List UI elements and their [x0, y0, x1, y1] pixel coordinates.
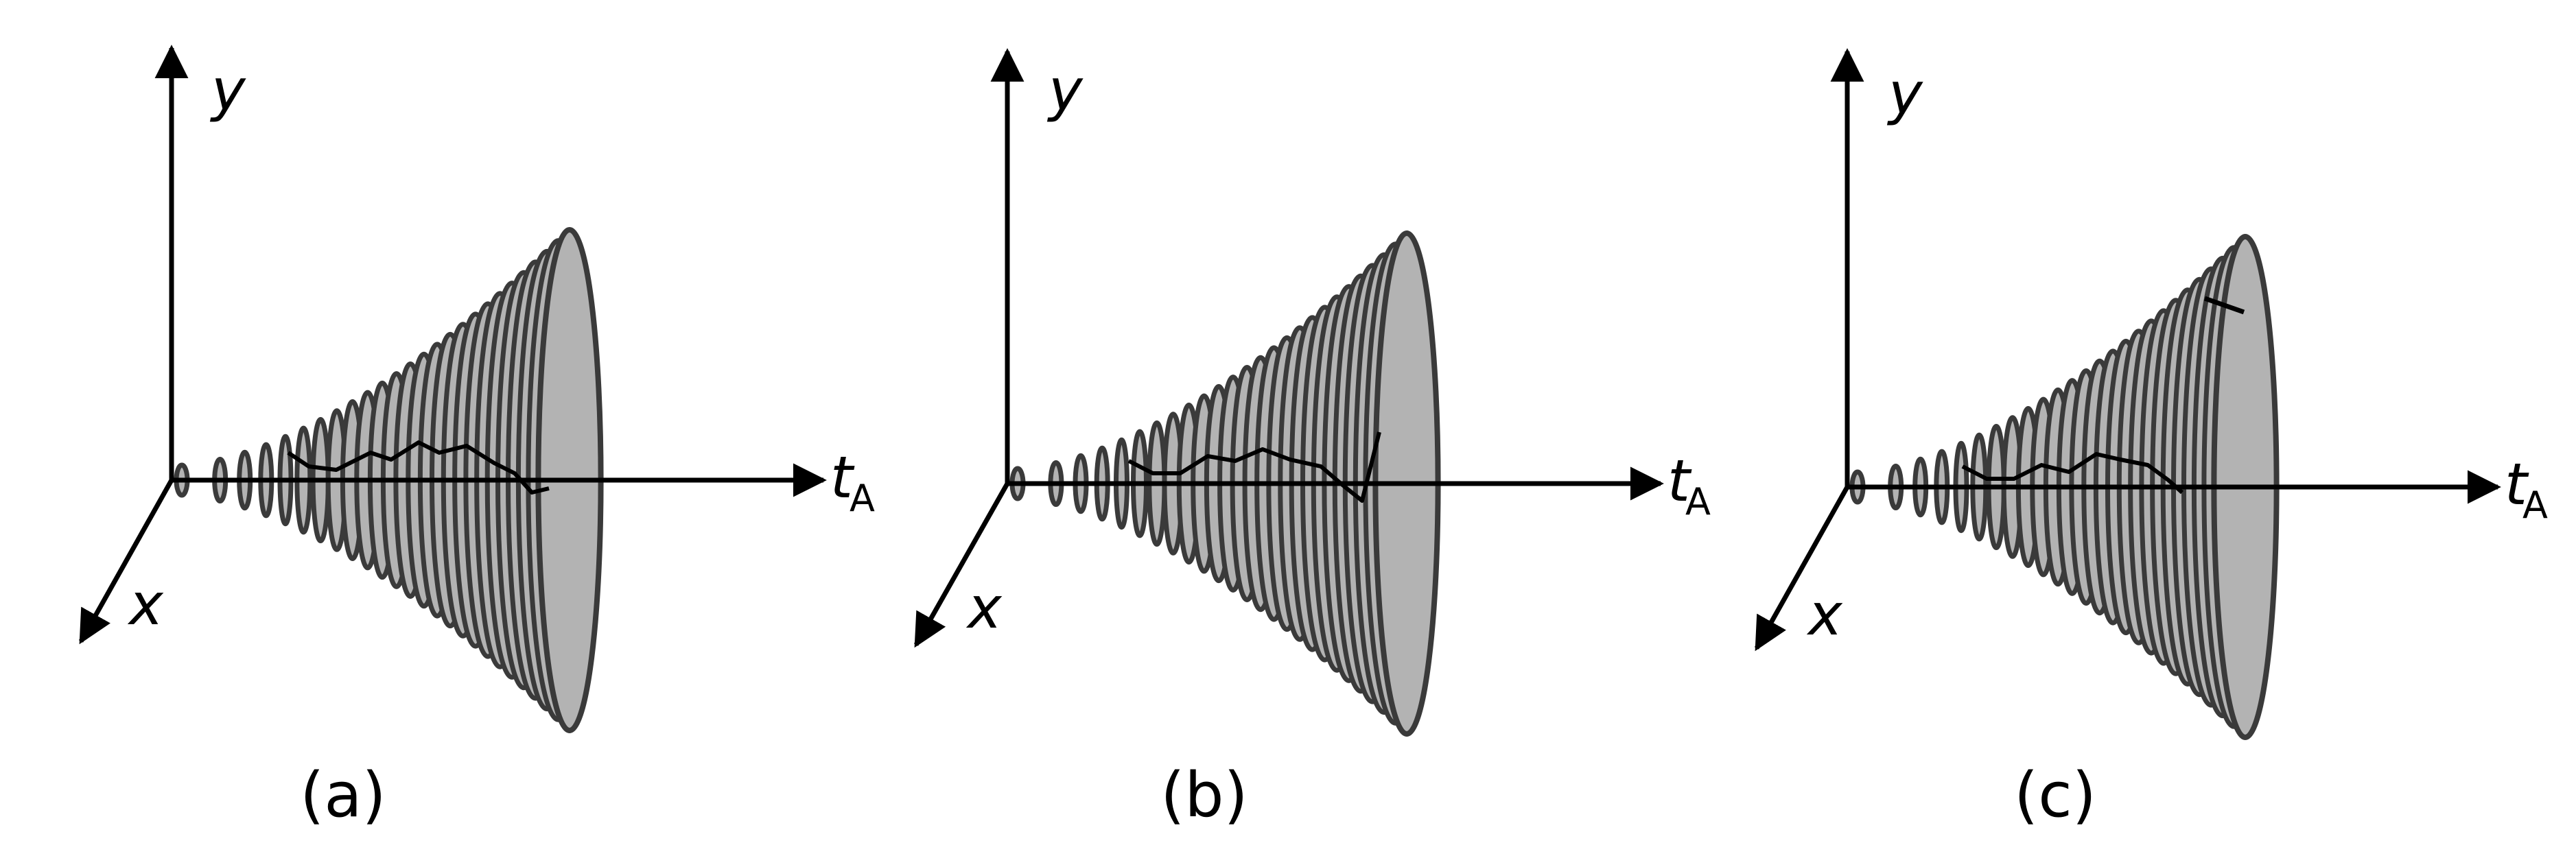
x-axis — [78, 479, 174, 645]
panel-caption: (c) — [2014, 759, 2096, 831]
t-axis-subscript: A — [2522, 484, 2548, 527]
y-axis-label: y — [209, 56, 246, 123]
t-axis-label: t — [2505, 451, 2529, 518]
x-axis-label: x — [127, 571, 164, 638]
y-axis-label: y — [1046, 56, 1084, 123]
panel-caption: (a) — [300, 759, 386, 831]
panel-b: y x t A (b) — [913, 48, 1711, 831]
t-axis-subscript: A — [850, 477, 875, 520]
t-axis-subscript: A — [1685, 480, 1711, 523]
t-axis-label: t — [830, 444, 855, 511]
trajectory-line — [287, 440, 550, 495]
tick-mark — [2203, 296, 2245, 315]
panel-a: y x t A (a) — [78, 45, 875, 831]
t-axis-label: t — [1667, 447, 1692, 514]
x-axis — [1754, 486, 1850, 652]
trajectory-line — [1127, 431, 1381, 503]
trajectory-line — [1961, 452, 2184, 495]
panel-caption: (b) — [1160, 759, 1248, 831]
x-axis — [913, 482, 1010, 648]
panel-c: y x t A (c) — [1754, 48, 2548, 831]
y-axis-label: y — [1886, 60, 1923, 127]
x-axis-label: x — [965, 574, 1003, 641]
x-axis-label: x — [1806, 581, 1843, 648]
